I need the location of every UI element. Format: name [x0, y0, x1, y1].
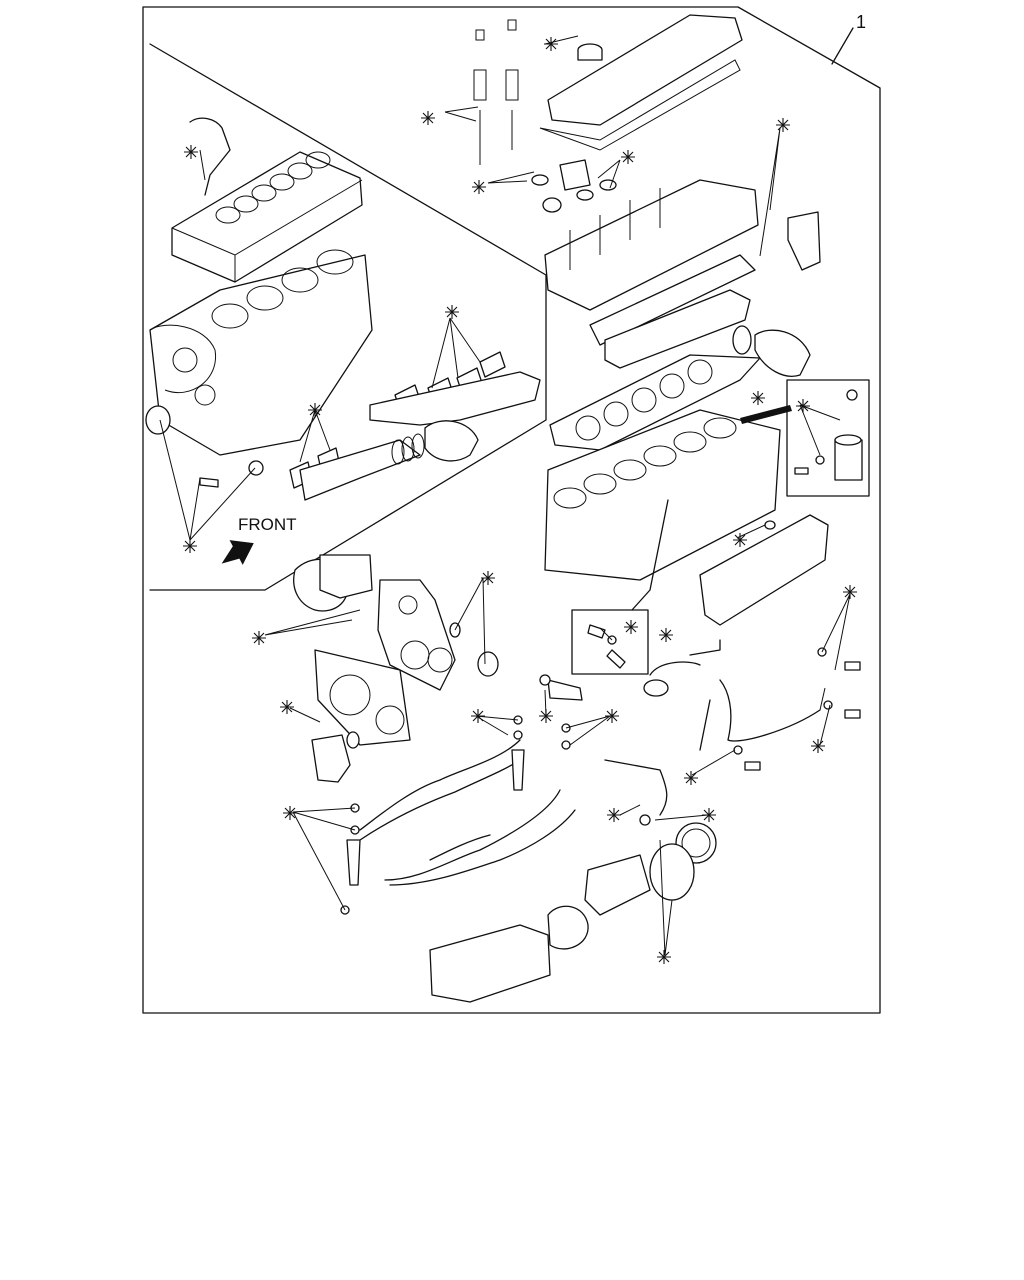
asterisk-callout-icon [481, 571, 495, 585]
valve-seals [531, 174, 617, 213]
fuel-return-washer [639, 814, 651, 826]
exhaust-manifold [369, 371, 541, 426]
oil-feed-pipe [649, 639, 721, 676]
hose-fitting-inset-box [571, 609, 649, 675]
injection-pump-drive [547, 905, 589, 950]
supply-pump-o-ring [649, 843, 695, 901]
cylinder-head-left [171, 151, 363, 283]
head-gasket [549, 354, 761, 451]
asterisk-callout-icon [605, 709, 619, 723]
part-number-leader [831, 27, 854, 65]
oil-pipe-ring [643, 679, 669, 697]
water-outlet-right [787, 211, 821, 271]
thermostat-housing [559, 159, 591, 191]
fuel-injector-left [346, 839, 361, 886]
intake-o-ring [732, 325, 752, 355]
front-direction-arrow-icon [221, 540, 254, 565]
oil-filter-adapter [547, 679, 583, 701]
asterisk-callout-icon [751, 391, 765, 405]
crank-oil-seal-left [145, 405, 171, 435]
oil-filler-cap [577, 43, 603, 61]
asterisk-callout-icon [796, 399, 810, 413]
cylinder-block-bores [553, 417, 737, 509]
asterisk-callout-icon [539, 709, 553, 723]
asterisk-callout-icon [421, 111, 435, 125]
part-number-label: 1 [856, 12, 866, 32]
asterisk-callout-icon [659, 628, 673, 642]
asterisk-callout-icon [544, 37, 558, 51]
dipstick-tube [631, 499, 669, 611]
adapter-o-ring [539, 674, 551, 686]
injection-pipes [359, 739, 576, 886]
asterisk-callout-icon [183, 539, 197, 553]
asterisk-callout-icon [621, 150, 635, 164]
hose-fittings [587, 624, 626, 669]
outer-frame [142, 6, 881, 1014]
intake-pipe-elbow [754, 329, 811, 377]
asterisk-callout-icon [252, 631, 266, 645]
drain-bolt-left [199, 477, 219, 488]
front-oil-seal [477, 651, 499, 677]
exhaust-pipe [299, 439, 421, 501]
asterisk-callout-icon [702, 808, 716, 822]
oil-pump [311, 734, 351, 783]
callout-leader-lines [159, 35, 851, 956]
asterisk-callout-icon [776, 118, 790, 132]
asterisk-callout-icon [607, 808, 621, 822]
asterisk-callout-icon [811, 739, 825, 753]
asterisk-callout-icon [308, 403, 322, 417]
timing-gear-housing-gasket [314, 649, 411, 746]
asterisk-callout-icon [184, 145, 198, 159]
asterisk-callout-icon [657, 950, 671, 964]
inset-panel [149, 43, 547, 591]
cylinder-block-left [149, 249, 373, 456]
water-pump-body [319, 554, 373, 599]
oil-cooler-cover [699, 514, 829, 626]
asterisk-callout-icon [472, 180, 486, 194]
coolant-pipe-lower [699, 679, 821, 751]
head-cover-gasket [539, 59, 741, 151]
asterisk-callout-icon [471, 709, 485, 723]
supply-pump [584, 854, 651, 916]
timing-gasket-openings [329, 674, 405, 735]
asterisk-callout-icon [283, 806, 297, 820]
asterisk-callout-icon [445, 305, 459, 319]
cylinder-block [544, 409, 781, 581]
front-label: FRONT [238, 515, 297, 534]
exhaust-pipe-rings [391, 433, 425, 465]
head-gasket-bores [575, 359, 713, 441]
gear-case [377, 579, 456, 691]
head-cover [547, 14, 743, 126]
block-pointer-arrow [740, 405, 792, 424]
asterisk-callout-icon [843, 585, 857, 599]
oil-pump-o-ring [346, 731, 360, 749]
injector-washers [340, 715, 571, 915]
gear-case-openings [398, 595, 453, 673]
oil-pressure-pipe-left [189, 117, 231, 196]
head-studs [569, 188, 661, 270]
asterisk-callout-icon [624, 620, 638, 634]
intake-manifold [604, 289, 751, 369]
asterisk-callout-icon [733, 533, 747, 547]
injection-pump [429, 924, 551, 1003]
asterisk-callout-icon [684, 771, 698, 785]
asterisk-callout-icons [183, 37, 857, 964]
exhaust-elbow [424, 420, 479, 462]
intake-manifold-gasket [589, 254, 756, 346]
cylinder-head-right [544, 179, 759, 311]
asterisk-callout-icon [280, 700, 294, 714]
fuel-filter [794, 389, 863, 481]
fuel-injector-center [511, 749, 525, 791]
valves-and-springs [473, 19, 519, 165]
oil-cooler-seal [764, 520, 776, 530]
fuel-filter-inset-box [786, 379, 870, 497]
fuel-return-pipe [604, 759, 668, 816]
banjo-bolts-right [733, 647, 861, 771]
